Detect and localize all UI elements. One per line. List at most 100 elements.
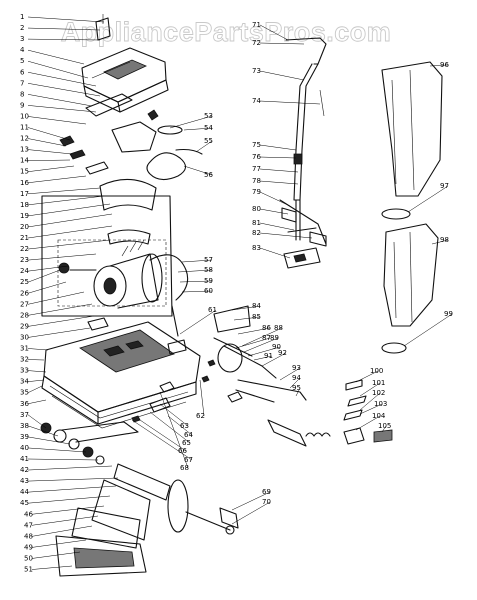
part-callout-32: 32: [20, 356, 29, 364]
leader-line: [27, 385, 43, 393]
part-callout-7: 7: [20, 79, 24, 87]
part-callout-39: 39: [20, 433, 29, 441]
leader-line: [31, 505, 105, 515]
leader-line: [27, 27, 101, 31]
part-callout-58: 58: [204, 266, 213, 274]
part-callout-79: 79: [252, 188, 261, 196]
part-callout-81: 81: [252, 219, 261, 227]
leader-line: [259, 208, 289, 215]
part-callout-45: 45: [20, 499, 29, 507]
leader-line: [31, 551, 81, 559]
part-callout-105: 105: [378, 422, 391, 430]
watermark-text: AppliancePartsPros.com: [61, 17, 392, 47]
part-callout-83: 83: [252, 244, 261, 252]
leader-line: [355, 370, 379, 383]
leader-line: [27, 49, 85, 65]
part-callout-3: 3: [20, 35, 24, 43]
part-callout-38: 38: [20, 422, 29, 430]
leader-line: [259, 222, 295, 231]
leader-line: [27, 425, 59, 437]
leader-line: [27, 447, 87, 453]
part-callout-65: 65: [182, 439, 191, 447]
leader-line: [243, 337, 279, 353]
part-callout-89: 89: [270, 334, 279, 342]
part-callout-41: 41: [20, 455, 29, 463]
part-callout-63: 63: [180, 422, 189, 430]
part-callout-61: 61: [208, 306, 217, 314]
leader-line: [279, 367, 301, 381]
part-callout-6: 6: [20, 68, 25, 76]
part-callout-102: 102: [372, 389, 385, 397]
leader-line: [181, 290, 213, 293]
part-callout-98: 98: [440, 236, 449, 244]
part-callout-57: 57: [204, 256, 213, 264]
base-housing: [41, 321, 201, 429]
leader-line: [27, 265, 69, 272]
leader-line: [169, 115, 213, 129]
right-small-parts: [343, 379, 393, 445]
leader-line: [31, 525, 93, 537]
leader-line: [27, 159, 71, 161]
part-callout-56: 56: [204, 171, 213, 179]
leader-line: [259, 247, 291, 259]
leader-line: [27, 465, 113, 471]
leader-line: [31, 539, 87, 548]
leader-line: [27, 72, 97, 87]
part-callout-54: 54: [204, 124, 213, 132]
leader-line: [131, 419, 193, 461]
leader-line: [149, 411, 191, 444]
part-callout-51: 51: [24, 566, 33, 574]
leader-line: [183, 165, 213, 176]
part-callout-1: 1: [20, 13, 24, 21]
part-callout-66: 66: [178, 447, 187, 455]
callout-labels: 1234567891011121314151617181920212223242…: [20, 13, 453, 574]
part-callout-73: 73: [252, 67, 261, 75]
part-callout-5: 5: [20, 57, 24, 65]
leader-line: [27, 127, 71, 141]
part-callout-95: 95: [292, 384, 301, 392]
part-callout-22: 22: [20, 245, 29, 253]
part-callout-72: 72: [252, 39, 261, 47]
leader-line: [259, 42, 305, 45]
part-callout-48: 48: [24, 532, 33, 540]
inner-bag: [381, 223, 439, 354]
leader-line: [259, 180, 299, 185]
leader-line: [27, 477, 119, 482]
pedal-and-linkage: [201, 305, 331, 447]
part-callout-18: 18: [20, 201, 29, 209]
part-callout-29: 29: [20, 322, 29, 330]
outer-bag: [381, 61, 443, 220]
leader-line: [27, 458, 99, 461]
leader-line: [167, 415, 193, 436]
part-callout-69: 69: [262, 488, 271, 496]
part-callout-27: 27: [20, 300, 29, 308]
part-callout-50: 50: [24, 554, 33, 562]
leader-line: [259, 232, 313, 239]
leader-line: [359, 403, 383, 415]
leader-line: [183, 127, 213, 131]
part-callout-37: 37: [20, 411, 29, 419]
leader-line: [181, 259, 213, 263]
part-callout-10: 10: [20, 112, 29, 120]
leader-line: [27, 165, 75, 172]
leader-line: [27, 16, 105, 23]
leader-line: [27, 60, 89, 79]
leader-line: [27, 138, 67, 147]
leader-line: [231, 491, 271, 511]
part-callout-9: 9: [20, 101, 24, 109]
leader-line: [139, 419, 187, 452]
leader-line: [235, 337, 271, 349]
handle-assembly: [279, 37, 327, 269]
leader-line: [259, 156, 297, 159]
leader-line: [289, 377, 301, 389]
part-callout-33: 33: [20, 367, 29, 375]
part-callout-82: 82: [252, 229, 261, 237]
leader-line: [27, 315, 95, 327]
part-callout-19: 19: [20, 212, 29, 220]
part-callout-17: 17: [20, 190, 29, 198]
leader-line: [429, 64, 449, 67]
leader-line: [231, 501, 271, 525]
part-callout-47: 47: [24, 521, 33, 529]
part-callout-104: 104: [372, 412, 386, 420]
